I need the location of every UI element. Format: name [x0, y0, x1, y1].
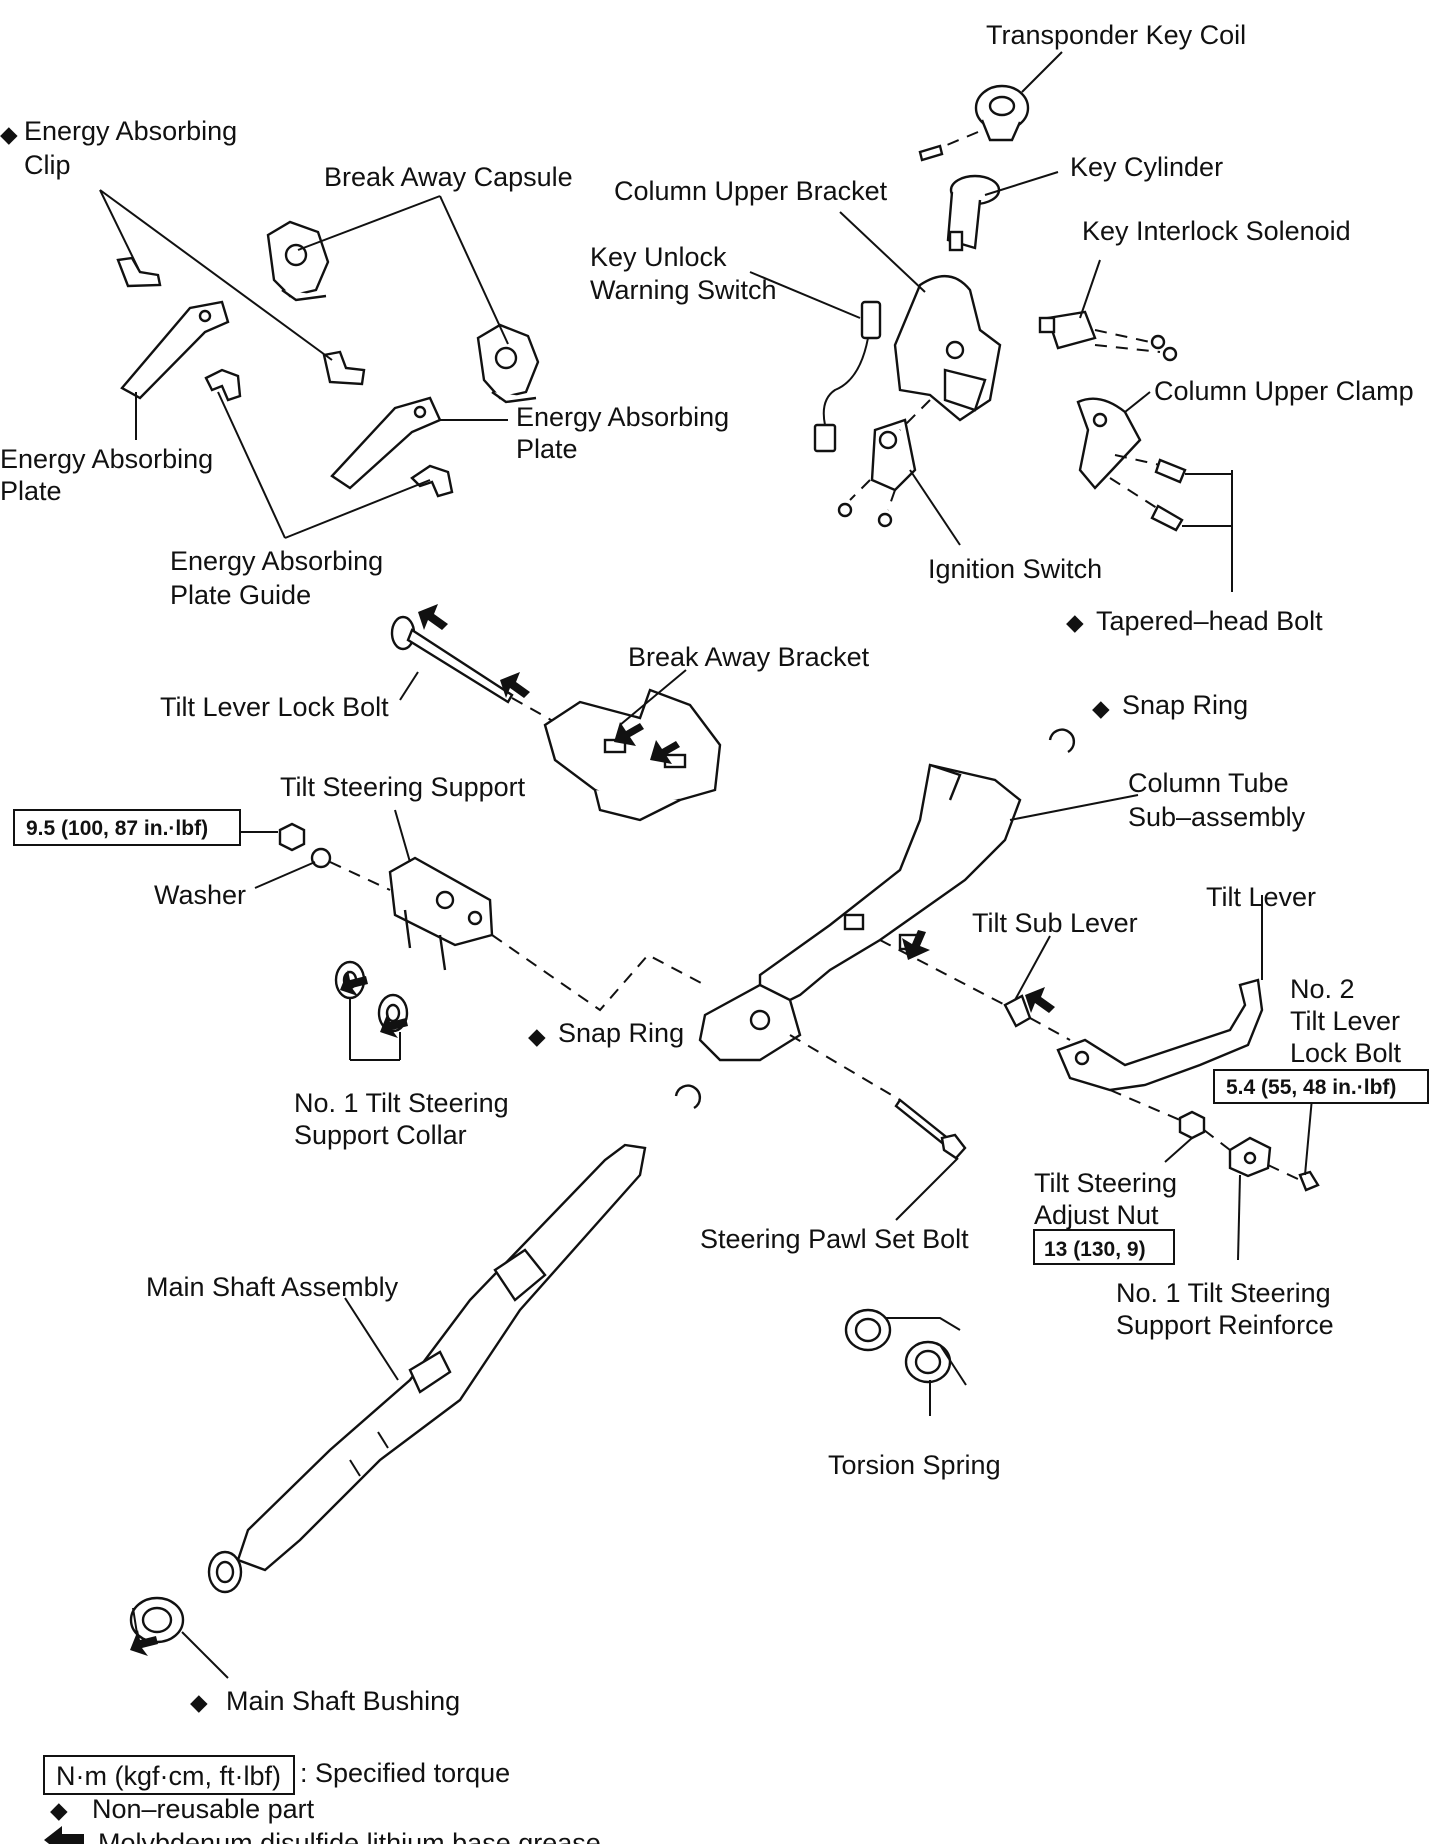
label-snap-ring-upper: Snap Ring — [1122, 690, 1248, 720]
label-no1-tilt-steering-support-reinforce: No. 1 Tilt Steering — [1116, 1278, 1331, 1308]
label-key-unlock-warning-switch-line2: Warning Switch — [590, 275, 777, 305]
label-break-away-bracket: Break Away Bracket — [628, 642, 870, 672]
label-energy-absorbing-clip-line2: Clip — [24, 150, 71, 180]
label-key-unlock-warning-switch: Key Unlock — [590, 242, 727, 272]
diamond-icon: ◆ — [0, 121, 18, 147]
label-tilt-lever-lock-bolt: Tilt Lever Lock Bolt — [160, 692, 389, 722]
tilt-steering-support-reinforce-part — [1203, 1129, 1301, 1181]
tilt-lever-part — [1056, 978, 1264, 1092]
label-break-away-capsule: Break Away Capsule — [324, 162, 573, 192]
legend-torque-desc: : Specified torque — [300, 1758, 510, 1788]
torque-specs: 9.5 (100, 87 in.·lbf) 5.4 (55, 48 in.·lb… — [13, 809, 1429, 1265]
label-tilt-steering-adjust-nut: Tilt Steering — [1034, 1168, 1177, 1198]
tilt-steering-support-part — [388, 856, 494, 971]
no2-tilt-lever-lock-bolt-part — [1298, 1170, 1320, 1192]
label-steering-pawl-set-bolt: Steering Pawl Set Bolt — [700, 1224, 969, 1254]
tilt-lever-lock-bolt-part — [390, 615, 561, 726]
label-energy-absorbing-plate-left-line2: Plate — [0, 476, 62, 506]
label-no1-tilt-steering-support-reinforce-line2: Support Reinforce — [1116, 1310, 1334, 1340]
label-no1-tilt-steering-support-collar-line2: Support Collar — [294, 1120, 467, 1150]
label-key-cylinder: Key Cylinder — [1070, 152, 1223, 182]
label-main-shaft-assembly: Main Shaft Assembly — [146, 1272, 399, 1302]
diamond-icon: ◆ — [528, 1023, 546, 1049]
diamond-icon: ◆ — [1066, 609, 1084, 635]
column-upper-bracket-part — [893, 275, 1002, 422]
ignition-switch-part — [837, 399, 931, 528]
steering-pawl-set-bolt-part — [789, 1034, 967, 1160]
column-upper-clamp-part — [1076, 397, 1187, 532]
label-energy-absorbing-plate-guide: Energy Absorbing — [170, 546, 383, 576]
arrow-left-icon — [130, 1630, 158, 1656]
tilt-support-nut-washer-parts — [278, 822, 706, 1012]
torsion-spring-part — [844, 1308, 967, 1386]
label-column-tube: Column Tube — [1128, 768, 1289, 798]
label-tapered-head-bolt: Tapered–head Bolt — [1096, 606, 1323, 636]
label-column-upper-bracket: Column Upper Bracket — [614, 176, 888, 206]
diamond-icon: ◆ — [50, 1797, 68, 1823]
label-key-interlock-solenoid: Key Interlock Solenoid — [1082, 216, 1351, 246]
label-torsion-spring: Torsion Spring — [828, 1450, 1001, 1480]
legend-grease: Molybdenum disulfide lithium base grease — [98, 1828, 601, 1844]
legend-non-reusable: Non–reusable part — [92, 1794, 315, 1824]
break-away-bracket-part — [543, 688, 722, 822]
arrow-left-icon — [902, 930, 930, 960]
key-interlock-solenoid-part — [1038, 310, 1178, 362]
snap-ring-upper-part — [1048, 728, 1076, 754]
main-shaft-assembly-part — [207, 1143, 647, 1594]
legend-torque-unit: N·m (kgf·cm, ft·lbf) — [56, 1761, 281, 1791]
part-drawings — [116, 84, 1320, 1644]
torque-tilt-steering-adjust-nut: 13 (130, 9) — [1044, 1238, 1146, 1261]
label-no2-tilt-lever-lock-bolt: No. 2 — [1290, 974, 1355, 1004]
leader-lines — [99, 51, 1313, 1679]
grease-point-arrows — [130, 604, 1055, 1656]
label-column-upper-clamp: Column Upper Clamp — [1154, 376, 1414, 406]
label-no1-tilt-steering-support-collar: No. 1 Tilt Steering — [294, 1088, 509, 1118]
label-main-shaft-bushing: Main Shaft Bushing — [226, 1686, 460, 1716]
label-energy-absorbing-plate-guide-line2: Plate Guide — [170, 580, 311, 610]
torque-no2-tilt-lever-lock-bolt: 5.4 (55, 48 in.·lbf) — [1226, 1076, 1396, 1099]
diamond-icon: ◆ — [1092, 695, 1110, 721]
diamond-icon: ◆ — [190, 1689, 208, 1715]
break-away-capsule-parts — [266, 220, 540, 404]
main-shaft-bushing-part — [129, 1596, 185, 1644]
key-unlock-warning-switch-part — [813, 300, 882, 453]
torque-tilt-steering-support-nut: 9.5 (100, 87 in.·lbf) — [26, 817, 208, 840]
energy-absorbing-plate-guide-parts — [204, 368, 454, 498]
label-tilt-sub-lever: Tilt Sub Lever — [972, 908, 1138, 938]
label-no2-tilt-lever-lock-bolt-line3: Lock Bolt — [1290, 1038, 1402, 1068]
label-tilt-steering-support: Tilt Steering Support — [280, 772, 526, 802]
arrow-left-icon — [380, 1012, 408, 1038]
part-labels: Transponder Key Coil ◆ Energy Absorbing … — [0, 20, 1414, 1716]
label-ignition-switch: Ignition Switch — [928, 554, 1102, 584]
arrow-left-icon — [340, 970, 368, 996]
arrow-left-icon — [1025, 987, 1055, 1013]
label-energy-absorbing-plate-right-line2: Plate — [516, 434, 578, 464]
snap-ring-lower-part — [674, 1084, 702, 1110]
legend: N·m (kgf·cm, ft·lbf) : Specified torque … — [43, 1755, 601, 1844]
label-column-tube-line2: Sub–assembly — [1128, 802, 1306, 832]
arrow-left-icon — [44, 1826, 84, 1844]
label-transponder-key-coil: Transponder Key Coil — [986, 20, 1246, 50]
tilt-steering-adjust-nut-part — [1109, 1089, 1206, 1140]
transponder-key-coil-part — [918, 84, 1030, 162]
arrow-left-icon — [650, 740, 680, 764]
label-tilt-lever: Tilt Lever — [1206, 882, 1316, 912]
arrow-left-icon — [418, 604, 448, 630]
label-washer: Washer — [154, 880, 246, 910]
arrow-left-icon — [500, 672, 530, 698]
label-tilt-steering-adjust-nut-line2: Adjust Nut — [1034, 1200, 1159, 1230]
label-energy-absorbing-clip: Energy Absorbing — [24, 116, 237, 146]
arrow-left-icon — [614, 722, 644, 746]
label-snap-ring-lower: Snap Ring — [558, 1018, 684, 1048]
key-cylinder-part — [946, 174, 1001, 252]
label-no2-tilt-lever-lock-bolt-line2: Tilt Lever — [1290, 1006, 1400, 1036]
label-energy-absorbing-plate-right: Energy Absorbing — [516, 402, 729, 432]
energy-absorbing-clip-parts — [116, 256, 366, 386]
label-energy-absorbing-plate-left: Energy Absorbing — [0, 444, 213, 474]
